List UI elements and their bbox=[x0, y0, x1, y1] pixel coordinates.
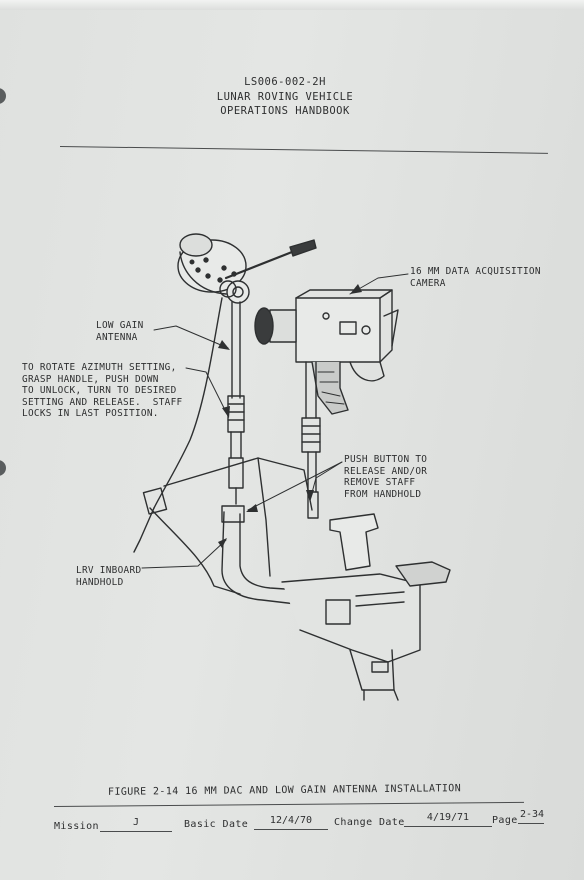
lrv-console-base bbox=[281, 513, 451, 701]
rotate-line5: LOCKS IN LAST POSITION. bbox=[22, 408, 159, 420]
rotate-line3: TO UNLOCK, TURN TO DESIRED bbox=[22, 385, 177, 397]
handhold-callout: LRV INBOARD HANDHOLD bbox=[76, 565, 141, 588]
handhold-line1: LRV INBOARD bbox=[76, 565, 142, 576]
rotate-azimuth-instructions: TO ROTATE AZIMUTH SETTING, GRASP HANDLE,… bbox=[22, 362, 183, 420]
page-label: Page bbox=[492, 815, 518, 826]
page-value: 2-34 bbox=[519, 809, 545, 820]
dac-camera bbox=[254, 289, 399, 415]
camera-callout-line1: 16 MM DATA ACQUISITION bbox=[410, 266, 541, 277]
mission-value: J bbox=[132, 817, 140, 828]
antenna-callout: LOW GAIN ANTENNA bbox=[96, 320, 144, 343]
camera-callout: 16 MM DATA ACQUISITION CAMERA bbox=[410, 266, 541, 289]
handhold-line2: HANDHOLD bbox=[76, 576, 124, 588]
callout-leaders bbox=[141, 273, 409, 569]
camera-callout-line2: CAMERA bbox=[410, 277, 446, 289]
basic-date-underline bbox=[254, 829, 328, 830]
page-underline bbox=[518, 823, 544, 824]
document-title-line2: OPERATIONS HANDBOOK bbox=[220, 105, 350, 117]
rotate-line1: TO ROTATE AZIMUTH SETTING, bbox=[22, 362, 177, 373]
rotate-line2: GRASP HANDLE, PUSH DOWN bbox=[22, 373, 159, 385]
low-gain-antenna-dish bbox=[177, 233, 247, 295]
basic-date-value: 12/4/70 bbox=[269, 815, 313, 826]
basic-date-label: Basic Date bbox=[184, 819, 249, 830]
push-button-callout: PUSH BUTTON TO RELEASE AND/OR REMOVE STA… bbox=[344, 454, 427, 500]
push-line4: FROM HANDHOLD bbox=[344, 488, 422, 500]
mission-underline bbox=[100, 831, 172, 832]
change-date-underline bbox=[404, 826, 492, 827]
antenna-callout-line2: ANTENNA bbox=[96, 331, 138, 343]
lrv-inboard-handhold bbox=[149, 457, 336, 636]
document-title-line1: LUNAR ROVING VEHICLE bbox=[216, 91, 354, 103]
push-line3: REMOVE STAFF bbox=[344, 477, 416, 489]
rotate-line4: SETTING AND RELEASE. STAFF bbox=[22, 396, 183, 408]
change-date-label: Change Date bbox=[334, 817, 405, 828]
antenna-callout-line1: LOW GAIN bbox=[96, 320, 144, 331]
document-number: LS006-002-2H bbox=[244, 76, 326, 88]
binder-hole-top bbox=[0, 88, 6, 104]
push-line2: RELEASE AND/OR bbox=[344, 465, 428, 477]
push-line1: PUSH BUTTON TO bbox=[344, 454, 428, 465]
mission-label: Mission bbox=[54, 821, 99, 832]
page-top-edge bbox=[0, 0, 584, 10]
binder-hole-middle bbox=[0, 460, 6, 476]
change-date-value: 4/19/71 bbox=[426, 812, 470, 823]
